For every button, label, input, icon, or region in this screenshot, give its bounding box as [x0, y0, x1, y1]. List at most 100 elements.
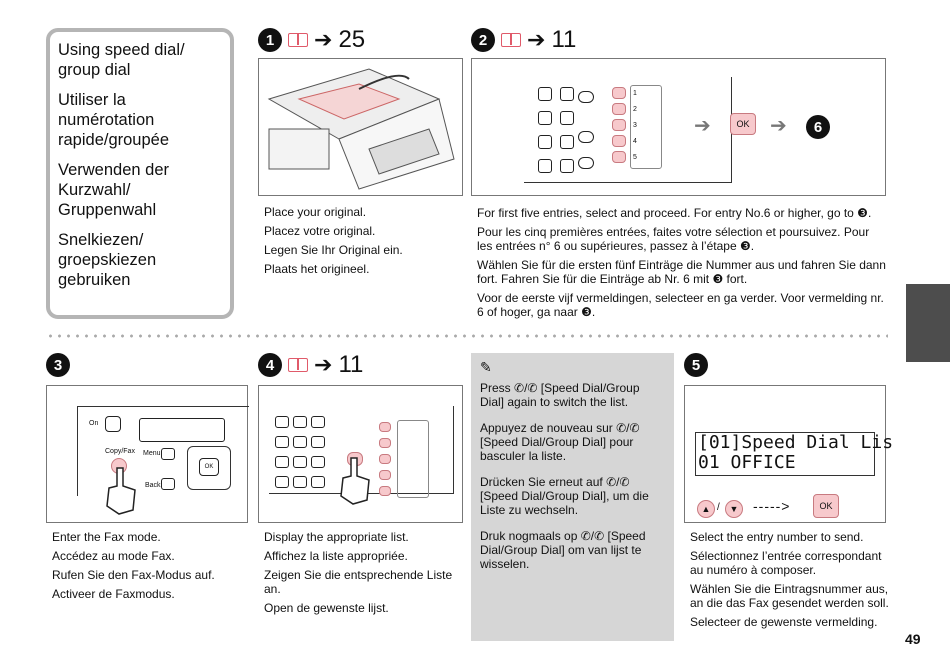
keypad-key	[311, 476, 325, 488]
menu-icon	[161, 448, 175, 460]
ok-button: OK	[813, 494, 839, 518]
keypad-key	[560, 135, 574, 149]
keypad-key	[275, 456, 289, 468]
keypad-key	[275, 436, 289, 448]
title-de: Verwenden der Kurzwahl/ Gruppenwahl	[58, 161, 169, 219]
title-nl: Snelkiezen/ groepskiezen gebruiken	[58, 231, 157, 289]
panel-outline	[77, 406, 249, 496]
step2-text-nl: Voor de eerste vijf vermeldingen, select…	[477, 291, 884, 319]
keypad-key	[538, 159, 552, 173]
keypad-key	[311, 456, 325, 468]
step3-text-de: Rufen Sie den Fax-Modus auf.	[52, 568, 215, 582]
note-text-fr: Appuyez de nouveau sur ✆/✆ [Speed Dial/G…	[480, 421, 640, 463]
step4-header: 4 ➔ 11	[258, 353, 363, 377]
keypad-key	[293, 416, 307, 428]
note-text-de: Drücken Sie erneut auf ✆/✆ [Speed Dial/G…	[480, 475, 649, 517]
step1-page-ref: 25	[338, 26, 366, 53]
step1-text-nl: Plaats het origineel.	[264, 262, 370, 276]
step2-text-en: For first five entries, select and proce…	[477, 206, 872, 220]
step3-illustration: On Copy/Fax Menu Back OK	[46, 385, 249, 523]
slot-label: 2	[633, 106, 637, 113]
title-fr: Utiliser la numérotation rapide/groupée	[58, 91, 170, 149]
pencil-icon: ✎	[480, 359, 492, 375]
copyfax-label: Copy/Fax	[105, 448, 135, 455]
step5-text: Select the entry number to send. Sélecti…	[690, 530, 890, 634]
book-icon	[501, 33, 521, 47]
step4-illustration	[258, 385, 463, 523]
on-label: On	[89, 420, 99, 427]
one-touch-labels	[397, 420, 429, 498]
note-text-en: Press ✆/✆ [Speed Dial/Group Dial] again …	[480, 381, 640, 409]
lcd-display: [01]Speed Dial Lis 01 OFFICE	[695, 432, 893, 476]
keypad-key	[560, 159, 574, 173]
step1-illustration	[258, 58, 463, 196]
keypad-key	[275, 416, 289, 428]
keypad-key	[293, 456, 307, 468]
one-touch-key-3	[379, 454, 391, 464]
dashed-arrow-icon: ----->	[753, 498, 791, 514]
book-icon	[288, 33, 308, 47]
one-touch-key-4	[612, 135, 626, 147]
hand-pointer-icon	[340, 457, 370, 505]
keypad-key	[311, 436, 325, 448]
one-touch-key-1	[379, 422, 391, 432]
keypad-key	[293, 436, 307, 448]
step5-text-en: Select the entry number to send.	[690, 530, 864, 544]
step2-header: 2 ➔ 11	[471, 28, 576, 52]
step4-text-en: Display the appropriate list.	[264, 530, 409, 544]
step3-text: Enter the Fax mode. Accédez au mode Fax.…	[52, 530, 248, 606]
note-text: Press ✆/✆ [Speed Dial/Group Dial] again …	[480, 381, 665, 571]
step1-text-en: Place your original.	[264, 205, 367, 219]
arrow-right-icon: ➔	[527, 27, 546, 52]
keypad-key	[538, 111, 552, 125]
back-icon	[161, 478, 175, 490]
step2-illustration: 1 2 3 4 5 ➔ OK ➔ 6	[471, 58, 886, 196]
step4-text-de: Zeigen Sie die entsprechende Liste an.	[264, 568, 453, 596]
keypad-key	[560, 87, 574, 101]
page-number: 49	[905, 631, 921, 647]
step4-text-nl: Open de gewenste lijst.	[264, 601, 389, 615]
keypad-key	[538, 135, 552, 149]
title-en: Using speed dial/ group dial	[58, 41, 185, 79]
one-touch-key-4	[379, 470, 391, 480]
step4-text: Display the appropriate list. Affichez l…	[264, 530, 460, 620]
up-arrow-icon: ▲	[697, 500, 715, 518]
step5-text-de: Wählen Sie die Eintragsnummer aus, an di…	[690, 582, 889, 610]
slot-label: 4	[633, 138, 637, 145]
step5-text-fr: Sélectionnez l’entrée correspondant au n…	[690, 549, 882, 577]
step5-illustration: [01]Speed Dial Lis 01 OFFICE ▲ / ▼ -----…	[684, 385, 893, 523]
step2-text-fr: Pour les cinq premières entrées, faites …	[477, 225, 870, 253]
back-label: Back	[145, 482, 161, 489]
one-touch-key-5	[379, 486, 391, 496]
step2-page-ref: 11	[551, 26, 577, 53]
keypad-key	[538, 87, 552, 101]
step2-text-de: Wählen Sie für die ersten fünf Einträge …	[477, 258, 886, 286]
slot-label: 5	[633, 154, 637, 161]
scanner-illustration	[267, 68, 455, 190]
step1-text: Place your original. Placez votre origin…	[264, 205, 464, 281]
step1-text-de: Legen Sie Ihr Original ein.	[264, 243, 403, 257]
step1-text-fr: Placez votre original.	[264, 224, 376, 238]
note-box: ✎ Press ✆/✆ [Speed Dial/Group Dial] agai…	[471, 353, 674, 641]
step3-badge: 3	[46, 353, 70, 377]
keypad-key	[560, 111, 574, 125]
chapter-tab	[906, 284, 950, 362]
hook-button	[578, 157, 594, 169]
one-touch-key-3	[612, 119, 626, 131]
step4-page-ref: 11	[338, 351, 364, 378]
book-icon	[288, 358, 308, 372]
keypad-key	[311, 416, 325, 428]
auto-answer-button	[578, 91, 594, 103]
slot-label: 1	[633, 90, 637, 97]
step5-badge: 5	[684, 353, 708, 377]
lcd-screen	[139, 418, 225, 442]
step4-text-fr: Affichez la liste appropriée.	[264, 549, 408, 563]
step2-badge: 2	[471, 28, 495, 52]
arrow-right-icon: ➔	[694, 115, 711, 137]
hand-pointer-icon	[106, 467, 136, 515]
one-touch-labels: 1 2 3 4 5	[630, 85, 662, 169]
goto-step6-badge: 6	[806, 115, 830, 139]
keypad-key	[275, 476, 289, 488]
keypad-key	[293, 476, 307, 488]
one-touch-key-2	[612, 103, 626, 115]
